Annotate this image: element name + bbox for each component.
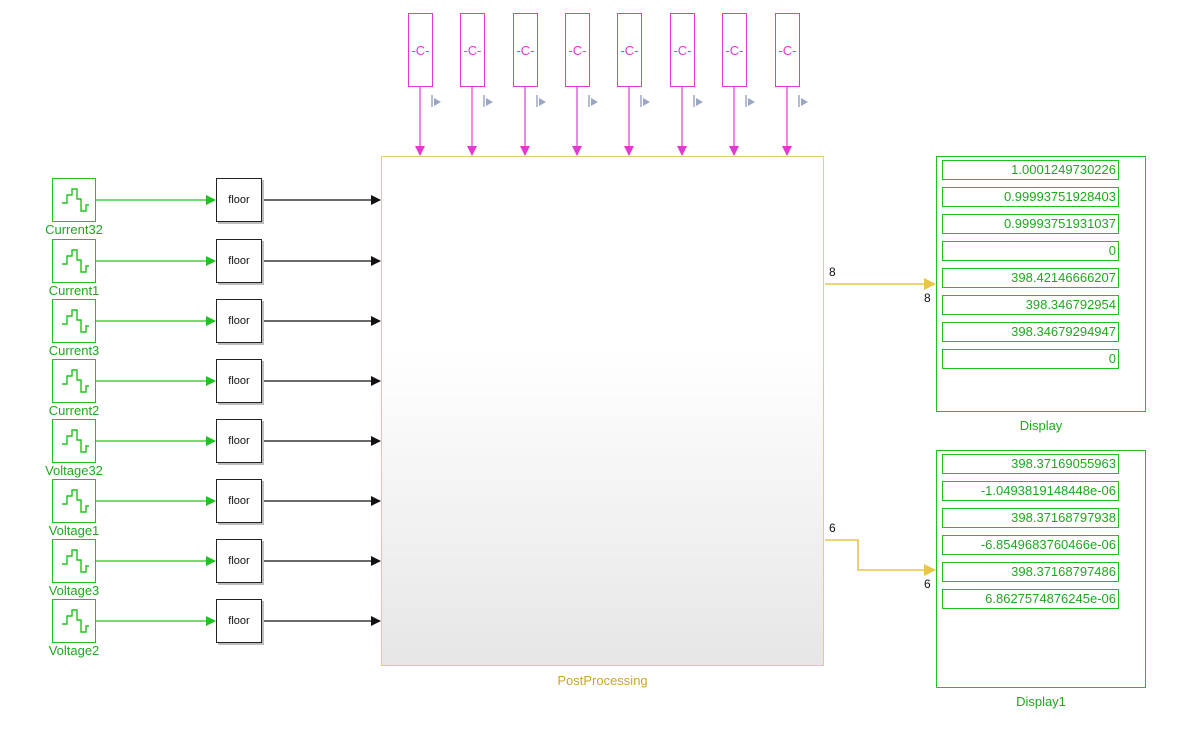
sample-time-flag-icon bbox=[482, 94, 496, 113]
floor-block[interactable]: floor bbox=[216, 479, 262, 523]
source-name-label: Current32 bbox=[45, 222, 103, 237]
signal-width-label: 6 bbox=[829, 521, 836, 535]
display-value-cell: 0.99993751931037 bbox=[942, 214, 1119, 234]
sample-time-flag-icon bbox=[744, 94, 758, 113]
source-name-label: Voltage3 bbox=[48, 583, 100, 598]
postprocessing-subsystem-block[interactable] bbox=[381, 156, 824, 666]
repeating-sequence-stair-icon bbox=[62, 188, 89, 212]
source-block-voltage32[interactable] bbox=[52, 419, 96, 463]
source-block-voltage2[interactable] bbox=[52, 599, 96, 643]
display-value-cell: 398.37168797938 bbox=[942, 508, 1119, 528]
sample-time-flag-icon bbox=[692, 94, 706, 113]
source-block-current2[interactable] bbox=[52, 359, 96, 403]
repeating-sequence-stair-icon bbox=[62, 609, 89, 633]
source-block-current1[interactable] bbox=[52, 239, 96, 283]
constant-block[interactable]: -C- bbox=[775, 13, 800, 87]
floor-block[interactable]: floor bbox=[216, 539, 262, 583]
constant-block[interactable]: -C- bbox=[565, 13, 590, 87]
display-value-cell: 398.37169055963 bbox=[942, 454, 1119, 474]
source-name-label: Voltage1 bbox=[48, 523, 100, 538]
source-block-voltage1[interactable] bbox=[52, 479, 96, 523]
constant-block[interactable]: -C- bbox=[722, 13, 747, 87]
repeating-sequence-stair-icon bbox=[62, 249, 89, 273]
display-value-cell: -1.0493819148448e-06 bbox=[942, 481, 1119, 501]
subsystem-name-label: PostProcessing bbox=[557, 673, 648, 688]
display-name-label: Display bbox=[1019, 418, 1063, 433]
sample-time-flag-icon bbox=[430, 94, 444, 113]
display-value-cell: 6.8627574876245e-06 bbox=[942, 589, 1119, 609]
display-value-cell: 1.0001249730226 bbox=[942, 160, 1119, 180]
display-value-cell: 398.34679294947 bbox=[942, 322, 1119, 342]
display-value-cell: 398.346792954 bbox=[942, 295, 1119, 315]
source-block-current3[interactable] bbox=[52, 299, 96, 343]
floor-block[interactable]: floor bbox=[216, 419, 262, 463]
source-block-voltage3[interactable] bbox=[52, 539, 96, 583]
floor-block[interactable]: floor bbox=[216, 359, 262, 403]
source-name-label: Voltage2 bbox=[48, 643, 100, 658]
constant-block[interactable]: -C- bbox=[408, 13, 433, 87]
source-name-label: Current2 bbox=[48, 403, 100, 418]
repeating-sequence-stair-icon bbox=[62, 369, 89, 393]
sample-time-flag-icon bbox=[535, 94, 549, 113]
repeating-sequence-stair-icon bbox=[62, 489, 89, 513]
constant-block[interactable]: -C- bbox=[513, 13, 538, 87]
display-value-cell: 398.37168797486 bbox=[942, 562, 1119, 582]
display-signal-width-label: 6 bbox=[924, 577, 931, 591]
floor-block[interactable]: floor bbox=[216, 178, 262, 222]
power-bus-line[interactable] bbox=[825, 539, 936, 576]
constant-block[interactable]: -C- bbox=[617, 13, 642, 87]
display-name-label: Display1 bbox=[1016, 694, 1066, 709]
sample-time-flag-icon bbox=[797, 94, 811, 113]
source-name-label: Voltage32 bbox=[45, 463, 103, 478]
source-block-current32[interactable] bbox=[52, 178, 96, 222]
floor-block[interactable]: floor bbox=[216, 599, 262, 643]
display-value-cell: 0 bbox=[942, 349, 1119, 369]
source-name-label: Current3 bbox=[48, 343, 100, 358]
repeating-sequence-stair-icon bbox=[62, 429, 89, 453]
source-name-label: Current1 bbox=[48, 283, 100, 298]
floor-block[interactable]: floor bbox=[216, 239, 262, 283]
sample-time-flag-icon bbox=[639, 94, 653, 113]
floor-block[interactable]: floor bbox=[216, 299, 262, 343]
display-signal-width-label: 8 bbox=[924, 291, 931, 305]
signal-width-label: 8 bbox=[829, 265, 836, 279]
display-value-cell: 0 bbox=[942, 241, 1119, 261]
display-value-cell: 0.99993751928403 bbox=[942, 187, 1119, 207]
repeating-sequence-stair-icon bbox=[62, 309, 89, 333]
constant-block[interactable]: -C- bbox=[670, 13, 695, 87]
repeating-sequence-stair-icon bbox=[62, 549, 89, 573]
display-value-cell: -6.8549683760466e-06 bbox=[942, 535, 1119, 555]
display-value-cell: 398.42146666207 bbox=[942, 268, 1119, 288]
constant-block[interactable]: -C- bbox=[460, 13, 485, 87]
sample-time-flag-icon bbox=[587, 94, 601, 113]
